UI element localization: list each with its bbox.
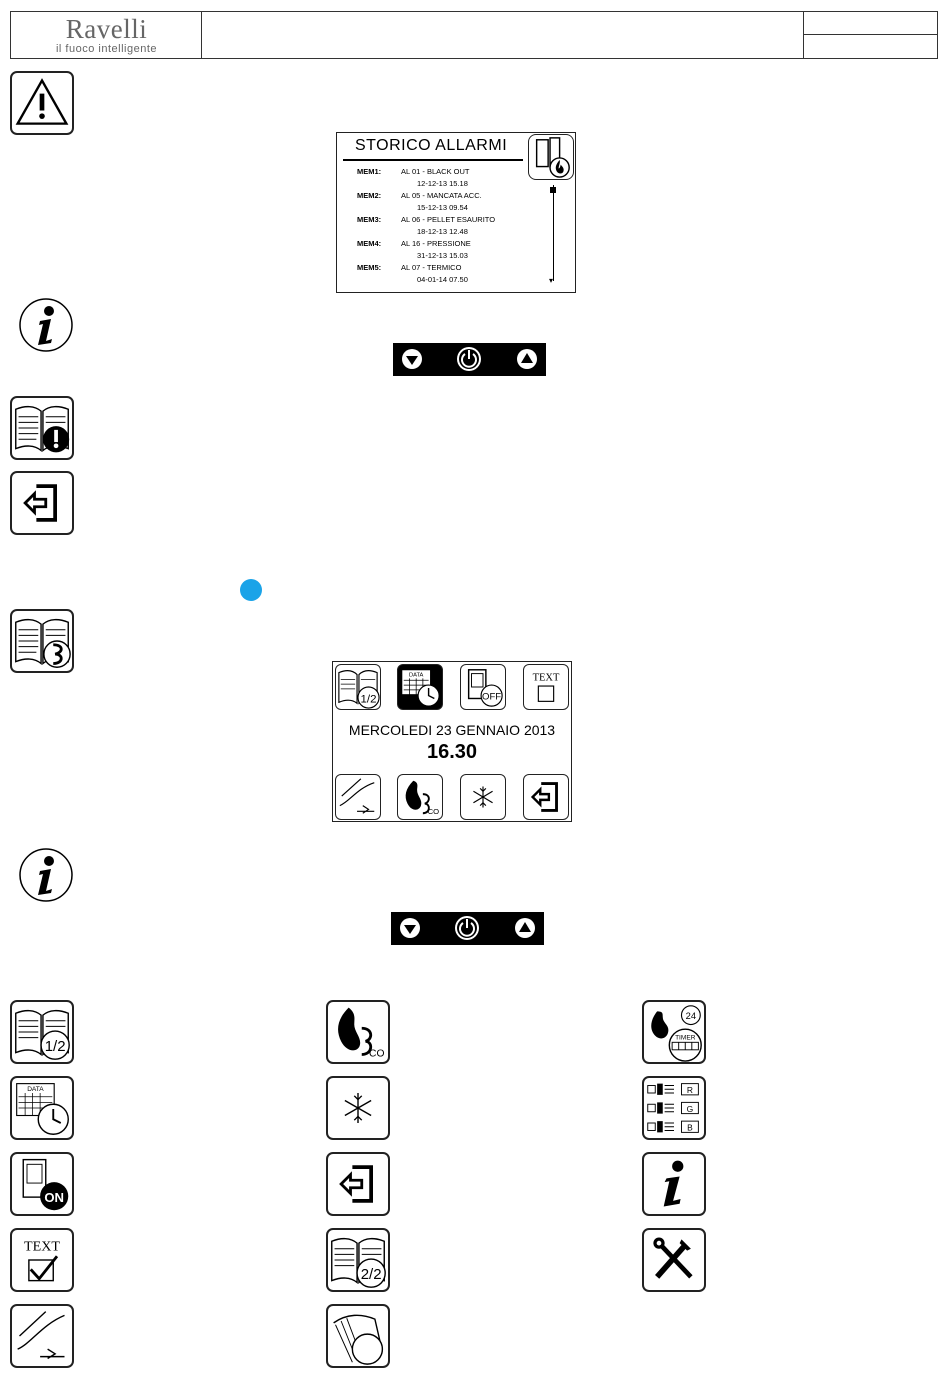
- mem-label: MEM5:: [357, 263, 382, 272]
- alarm-code: AL 06 - PELLET ESAURITO: [401, 215, 496, 224]
- status-dot: [240, 579, 262, 601]
- alarm-code: AL 01 - BLACK OUT: [401, 167, 470, 176]
- brand-tagline: il fuoco intelligente: [55, 43, 157, 55]
- alarm-history-screen: STORICO ALLARMI ▾ MEM1: AL 01 - BLACK OU…: [336, 132, 576, 293]
- info-icon: [18, 297, 74, 353]
- alarm-datetime: 18-12-13 12.48: [417, 227, 468, 236]
- stove-on-icon: ON: [10, 1152, 74, 1216]
- alarm-datetime: 12-12-13 15.18: [417, 179, 468, 188]
- tools-icon: [642, 1228, 706, 1292]
- manual-eco-icon: [10, 609, 74, 673]
- alarm-code: AL 05 - MANCATA ACC.: [401, 191, 482, 200]
- snowflake-icon: [326, 1076, 390, 1140]
- exit-button[interactable]: [523, 774, 569, 820]
- svg-text:CO: CO: [369, 1048, 384, 1059]
- page2-label: 2/2: [361, 1266, 382, 1283]
- timer-icon: 24 TIMER: [642, 1000, 706, 1064]
- menu-page-1-2-button[interactable]: 1/2: [335, 664, 381, 710]
- info-icon: [642, 1152, 706, 1216]
- text-label: TEXT: [533, 672, 560, 683]
- scroll-thumb[interactable]: [550, 187, 556, 193]
- stove-off-button[interactable]: OFF: [460, 664, 506, 710]
- mem-label: MEM1:: [357, 167, 382, 176]
- off-label: OFF: [482, 691, 501, 702]
- warning-icon: [10, 71, 74, 135]
- scroll-down-arrow-icon[interactable]: ▾: [549, 276, 554, 285]
- mem-label: MEM3:: [357, 215, 382, 224]
- alarm-code: AL 16 - PRESSIONE: [401, 239, 471, 248]
- alarm-code: AL 07 - TERMICO: [401, 263, 462, 272]
- mem-label: MEM2:: [357, 191, 382, 200]
- main-screen: 1/2 DATA OFF TEXT MERCOLEDI 23 GENNAIO 2…: [332, 661, 572, 822]
- rgb-b-label: B: [687, 1123, 693, 1133]
- exit-icon: [10, 471, 74, 535]
- text-check-icon: TEXT: [10, 1228, 74, 1292]
- eco-flame-icon: CO: [326, 1000, 390, 1064]
- keypad-bar: [391, 912, 544, 945]
- timer-hours-label: 24: [686, 1011, 696, 1021]
- up-arrow-button[interactable]: [513, 345, 541, 373]
- power-button[interactable]: [453, 914, 481, 942]
- brand-name: Ravelli: [65, 14, 148, 44]
- on-label: ON: [44, 1190, 64, 1205]
- info-icon: [18, 847, 74, 903]
- date-time-button[interactable]: DATA: [397, 664, 443, 710]
- eco-flame-button[interactable]: CO: [397, 774, 443, 820]
- date-time-icon: DATA: [10, 1076, 74, 1140]
- svg-text:TEXT: TEXT: [24, 1239, 60, 1255]
- page-label: 1/2: [361, 693, 377, 705]
- text-checkbox-button[interactable]: TEXT: [523, 664, 569, 710]
- rgb-g-label: G: [687, 1104, 694, 1114]
- up-arrow-button[interactable]: [511, 914, 539, 942]
- keypad-bar: [393, 343, 546, 376]
- alarm-datetime: 04-01-14 07.50: [417, 275, 468, 284]
- rgb-relay-icon: R G B: [642, 1076, 706, 1140]
- snowflake-button[interactable]: [460, 774, 506, 820]
- down-arrow-button[interactable]: [396, 914, 424, 942]
- down-arrow-button[interactable]: [398, 345, 426, 373]
- menu-page-1-2-icon: 1/2: [10, 1000, 74, 1064]
- scroll-track[interactable]: [553, 185, 554, 281]
- document-header: Ravelli il fuoco intelligente: [10, 11, 938, 59]
- eco-label: CO: [428, 807, 440, 816]
- menu-page-2-2-icon: 2/2: [326, 1228, 390, 1292]
- alarm-datetime: 31-12-13 15.03: [417, 251, 468, 260]
- curve-adjust-icon: [10, 1304, 74, 1368]
- power-button[interactable]: [455, 345, 483, 373]
- alarm-history-title: STORICO ALLARMI: [355, 137, 508, 154]
- logo-cell: Ravelli il fuoco intelligente: [11, 12, 202, 58]
- header-right-cell: [803, 12, 937, 58]
- alarm-datetime: 15-12-13 09.54: [417, 203, 468, 212]
- rgb-r-label: R: [687, 1085, 693, 1095]
- data-label: DATA: [409, 672, 424, 678]
- brazier-cleaning-icon: [326, 1304, 390, 1368]
- exit-icon: [326, 1152, 390, 1216]
- stove-fire-icon[interactable]: [528, 134, 574, 180]
- mem-label: MEM4:: [357, 239, 382, 248]
- current-date: MERCOLEDI 23 GENNAIO 2013: [348, 722, 556, 738]
- current-time: 16.30: [426, 741, 478, 763]
- timer-label: TIMER: [675, 1035, 696, 1042]
- manual-alert-icon: [10, 396, 74, 460]
- curve-adjust-button[interactable]: [335, 774, 381, 820]
- svg-text:DATA: DATA: [27, 1086, 44, 1093]
- page1-label: 1/2: [45, 1038, 66, 1055]
